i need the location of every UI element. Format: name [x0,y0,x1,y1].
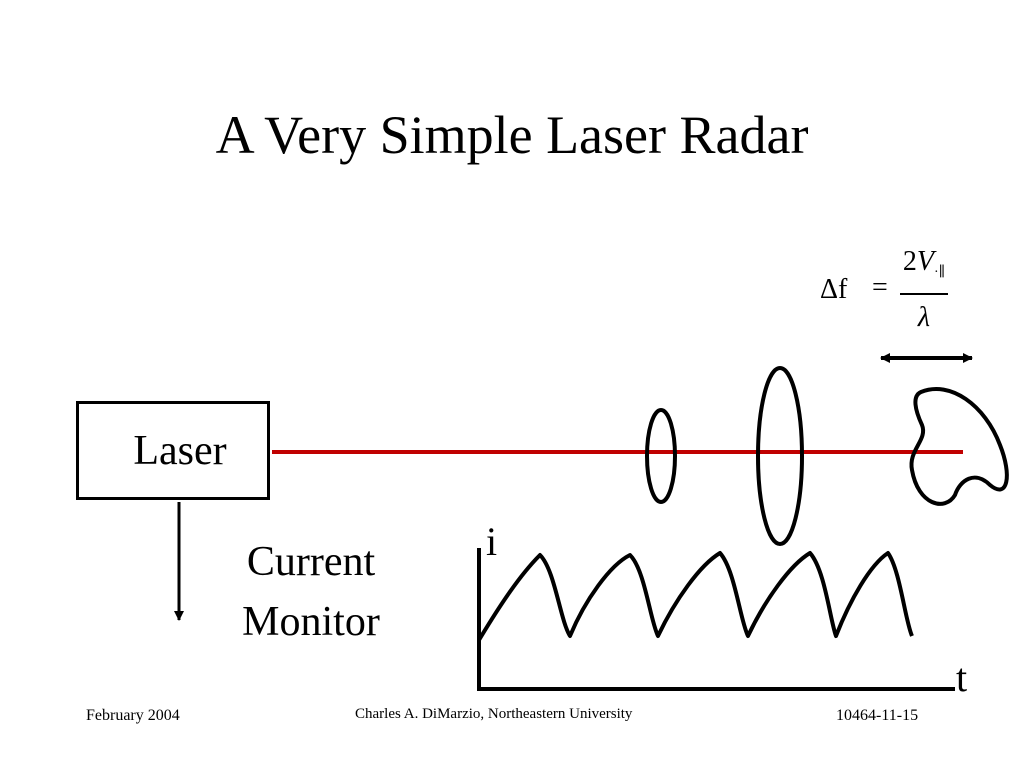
laser-label: Laser [133,428,227,474]
footer-author: Charles A. DiMarzio, Northeastern Univer… [355,706,633,722]
footer-slide-id: 10464-11-15 [836,707,919,724]
formula-denominator: λ [917,302,931,333]
formula-lhs: Δf [820,274,848,305]
formula-equals: = [872,272,888,303]
current-monitor-line2: Monitor [242,599,380,645]
y-axis-label: i [486,519,498,564]
slide-title: A Very Simple Laser Radar [215,105,809,165]
formula-numerator: 2V·∥ [900,246,948,289]
large-lens [756,366,804,546]
formula-subscript: ·∥ [933,265,946,280]
doppler-formula: Δf = 2V·∥ λ [800,238,970,338]
formula-coeff: 2 [902,246,917,277]
current-signal-waveform [477,551,914,642]
target-object [909,386,1009,506]
laser-box [76,401,270,500]
small-lens [645,408,677,504]
x-axis-label: t [956,655,968,700]
formula-fraction-bar [900,293,948,295]
current-monitor-label: Current Monitor [206,532,416,652]
footer-date: February 2004 [86,707,180,724]
current-monitor-line1: Current [246,539,376,585]
formula-velocity: V [916,246,934,277]
